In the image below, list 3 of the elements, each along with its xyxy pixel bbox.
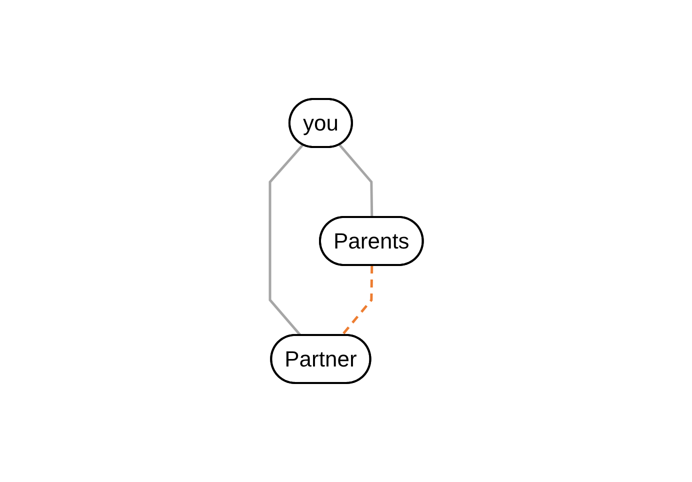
connector: [340, 265, 373, 336]
connector: [268, 144, 304, 336]
connector: [338, 144, 373, 218]
